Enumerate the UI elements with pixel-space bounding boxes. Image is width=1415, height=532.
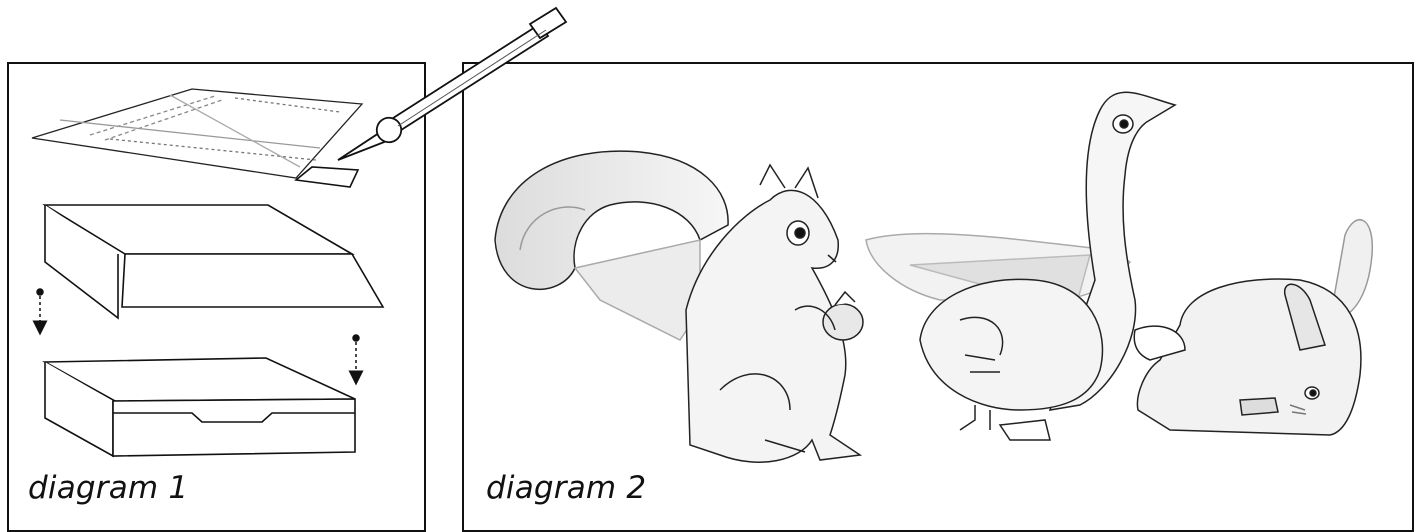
paper-squirrel <box>494 150 864 463</box>
assembled-box <box>42 357 356 458</box>
cut-piece <box>294 166 360 188</box>
dotted-arrows <box>32 288 364 386</box>
paper-goose <box>865 91 1177 441</box>
flat-sheet <box>31 88 364 179</box>
paper-rabbit <box>1133 218 1373 436</box>
craft-knife <box>337 6 568 161</box>
diagram-1-caption: diagram 1 <box>28 470 189 506</box>
diagram-2-caption: diagram 2 <box>486 470 647 506</box>
folded-box-top <box>42 204 385 320</box>
